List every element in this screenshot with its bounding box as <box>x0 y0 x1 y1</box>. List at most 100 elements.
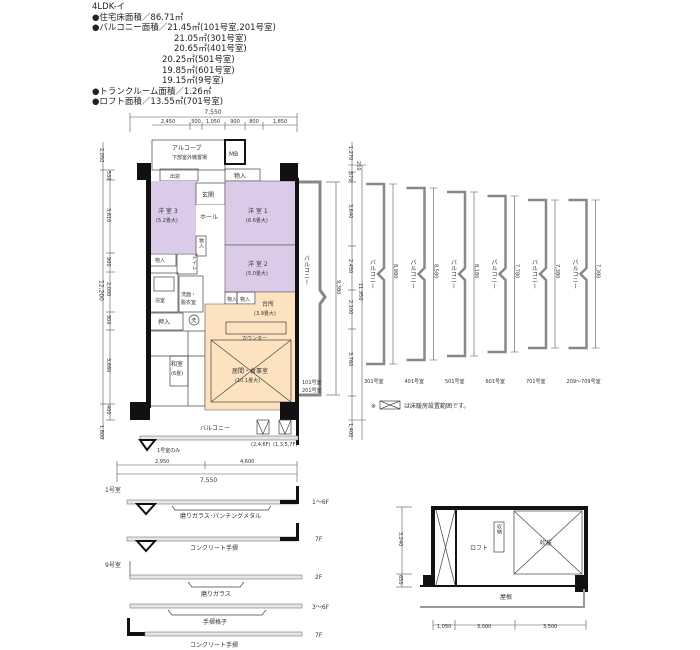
floor-heating-area <box>210 339 292 403</box>
balcony-dimension-line <box>389 183 397 365</box>
western-room-2 <box>224 244 298 293</box>
railing-floors-9b: 3～6F <box>312 604 330 611</box>
balcony-railing <box>139 435 299 441</box>
dim-right-1: 250 <box>355 161 361 171</box>
railing-label-1a: 磨りガラス･パンチングメタル <box>180 512 261 520</box>
label-storage-hall: 物入 <box>198 237 204 248</box>
balcony-area-501: 20.25㎡(501号室) <box>162 54 235 65</box>
dim-right-5: 2,100 <box>347 300 353 314</box>
dim-left-0: 2,050 <box>98 148 104 162</box>
dim-left-2: 3,610 <box>105 208 111 222</box>
bathtub <box>153 276 175 292</box>
washroom <box>178 275 204 313</box>
label-western-3-size: (5.2畳大) <box>156 217 178 224</box>
loft-storage <box>493 521 505 553</box>
balcony-area-9: 19.15㎡(9号室) <box>162 76 224 87</box>
right-dimensions: 9,380 1,270 250 570 3,640 2,450 2,100 3,… <box>326 142 366 440</box>
dim-top-4: 800 <box>249 119 259 125</box>
balcony-label: バルコニー <box>490 259 497 289</box>
railing-room-9: 9号室 <box>105 561 121 569</box>
label-room-201: 201号室 <box>302 387 322 394</box>
counter <box>225 321 287 335</box>
railing-floors-1a: 1～6F <box>312 499 330 506</box>
western-room-3 <box>150 181 196 253</box>
label-void: 吹抜 <box>540 539 552 547</box>
dim-right-0: 1,270 <box>347 146 353 160</box>
dim-left-7: 400 <box>105 405 111 415</box>
dim-right-6: 3,760 <box>347 352 353 366</box>
railing-sections: 1号室 磨りガラス･パンチングメタル 1～6F コンクリート手摺 7F 9号室 … <box>105 486 330 649</box>
bottom-dimensions: 2,950 4,600 7,550 <box>116 459 298 484</box>
railing-floors-1b: 7F <box>315 536 323 543</box>
meter-box <box>224 139 246 165</box>
label-mb: MB <box>229 151 238 158</box>
label-balcony: バルコニー <box>200 425 230 432</box>
dim-left-3: 900 <box>105 257 111 267</box>
balcony-room: 209～709号室 <box>567 378 601 385</box>
label-unit-b: (1,3,5,7F) <box>273 442 297 448</box>
floor-area: ●住宅床面積／86.71㎡ <box>92 12 184 23</box>
balcony-dimension-line <box>429 187 438 361</box>
balcony-dimension-line <box>510 195 519 353</box>
railing-room-1: 1号室 <box>105 486 121 494</box>
railing-label-9a: 磨りガラス <box>201 590 231 598</box>
storage-hall <box>195 235 207 257</box>
dim-bottom-0: 2,950 <box>155 459 169 465</box>
dim-left-5: 900 <box>105 315 111 325</box>
label-western-2-size: (5.0畳大) <box>246 270 268 277</box>
label-closet: 押入 <box>158 318 170 326</box>
balcony-dimension-line <box>591 199 600 349</box>
left-dimensions: 2,050 530 3,610 900 2,000 900 3,660 400 … <box>98 142 115 440</box>
dim-top-2: 1,050 <box>206 119 220 125</box>
label-living-size: (10.1畳大) <box>235 377 260 384</box>
label-storage-top: 物入 <box>234 172 246 180</box>
label-alcove: アルコーブ <box>172 144 201 152</box>
dim-bottom-1: 4,600 <box>240 459 254 465</box>
label-side-balcony: バルコニー <box>303 255 310 285</box>
dim-left-8: 1,800 <box>98 425 104 439</box>
trunk-room-area: ●トランクルーム面積／1.26㎡ <box>92 86 212 97</box>
legend-note: は床暖房設置範囲です。 <box>404 402 469 410</box>
dim-left-total: 12,200 <box>98 280 105 301</box>
pillar <box>137 163 151 180</box>
balcony-outline <box>487 194 507 354</box>
label-washer: 洗 <box>191 317 196 324</box>
label-living: 居間・食事室 <box>232 367 268 375</box>
label-storage-k2: 物入 <box>240 296 250 303</box>
pillar <box>280 402 298 420</box>
dim-top-3: 900 <box>230 119 240 125</box>
dim-top-0: 2,450 <box>161 119 175 125</box>
japanese-room <box>149 330 206 407</box>
dim-left-1: 530 <box>105 171 111 181</box>
dim-loft-h1: 3,000 <box>477 624 491 630</box>
balcony-length: 7,380 <box>554 264 560 278</box>
unit-type: 4LDK-イ <box>92 2 125 12</box>
label-western-1-size: (6.6畳大) <box>246 217 268 224</box>
label-western-2: 洋 室 2 <box>248 260 268 268</box>
balcony-length: 7,780 <box>514 264 520 278</box>
pillar <box>130 402 150 420</box>
loft-section: 収納 ロフト 吹抜 屋根 3,240 650 1,050 3,000 3,500 <box>396 506 588 630</box>
label-washroom: 洗面・ <box>181 291 196 298</box>
dim-left-4: 2,000 <box>105 282 111 296</box>
dim-top-total: 7,550 <box>204 109 221 116</box>
top-dimensions: 7,550 2,450 500 1,050 900 800 1,850 <box>129 109 298 132</box>
dim-loft-h0: 1,050 <box>437 624 451 630</box>
balcony-label: バルコニー <box>369 259 376 289</box>
balcony-area: ●バルコニー面積／21.45㎡(101号室,201号室) <box>92 23 276 34</box>
label-bay-window: 出窓 <box>170 173 180 180</box>
label-loft: ロフト <box>470 545 488 552</box>
bay-handle-icon <box>138 439 158 452</box>
dim-right-7: 1,400 <box>347 423 353 437</box>
living-kitchen <box>204 291 298 411</box>
balcony-room: 701号室 <box>526 378 546 385</box>
room-labels: アルコーブ 下部室外機置場 MB 出窓 物入 玄関 ホール 洋 室 3 (5.2… <box>155 144 322 454</box>
label-storage-left: 物入 <box>155 257 165 264</box>
balcony-label: バルコニー <box>571 259 578 289</box>
dim-loft-v0: 3,240 <box>397 532 403 546</box>
dim-right-4: 2,450 <box>347 259 353 273</box>
